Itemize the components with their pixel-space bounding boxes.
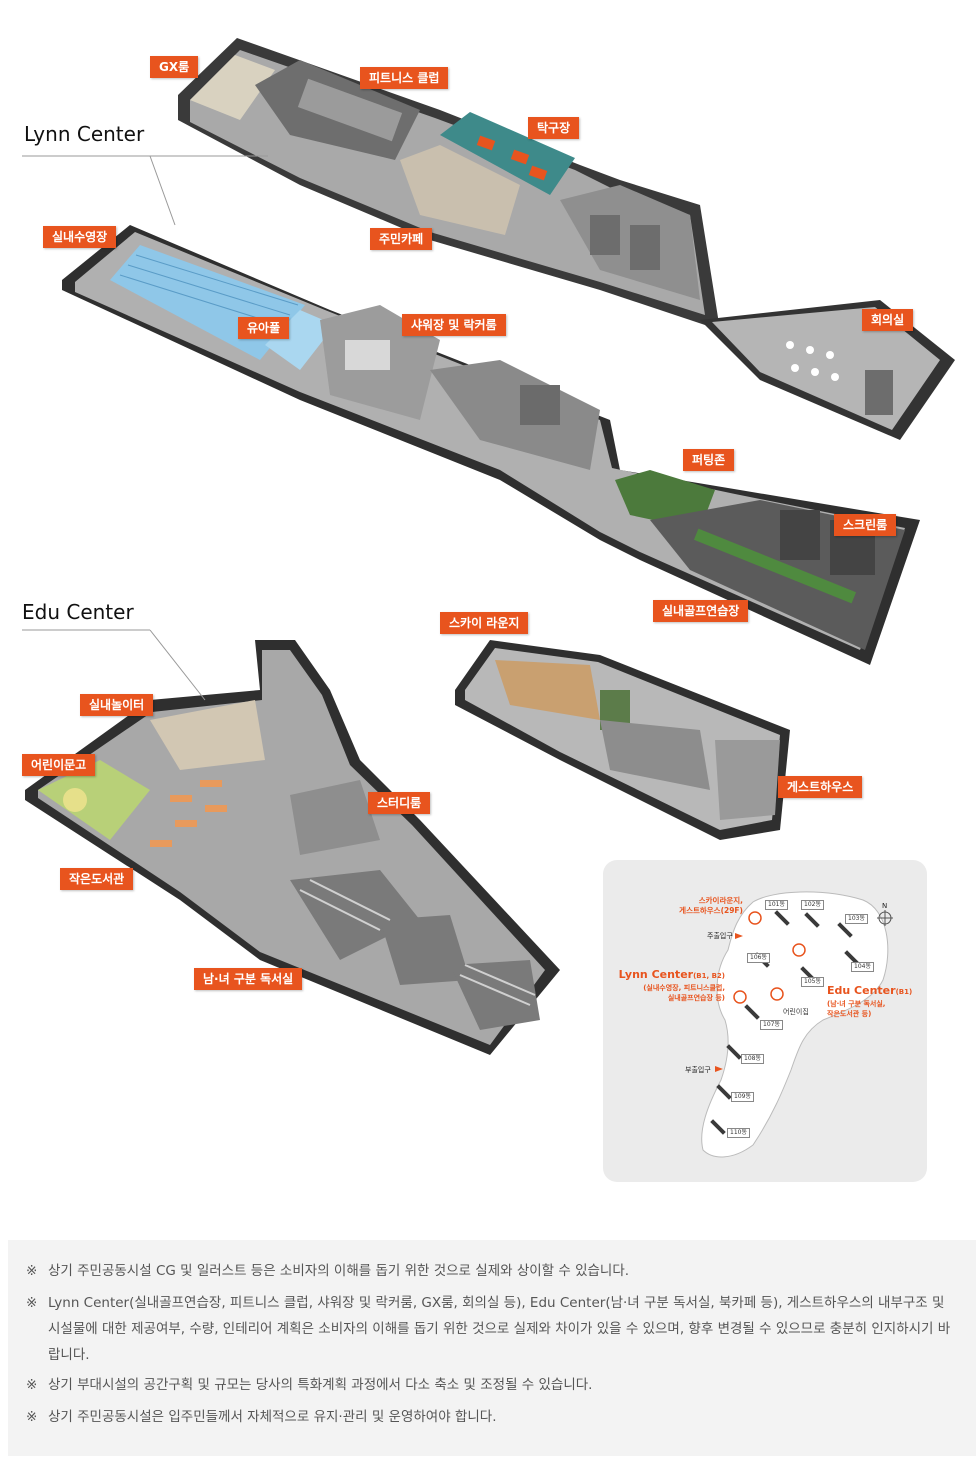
tag-putting-zone: 퍼팅존	[683, 449, 735, 471]
tag-indoor-golf: 실내골프연습장	[653, 600, 749, 622]
building-107: 107동	[760, 1020, 783, 1030]
lynn-map-title: Lynn Center	[618, 968, 694, 981]
tag-kids-library: 어린이문고	[22, 754, 96, 776]
note-1: ※ 상기 주민공동시설 CG 및 일러스트 등은 소비자의 이해를 돕기 위한 …	[26, 1258, 951, 1284]
note-text: 상기 주민공동시설 CG 및 일러스트 등은 소비자의 이해를 돕기 위한 것으…	[48, 1263, 630, 1279]
tag-shower-locker: 샤워장 및 락커룸	[402, 314, 506, 336]
note-mark: ※	[26, 1409, 38, 1425]
edu-center-block	[25, 640, 560, 1055]
tag-kids-pool: 유아풀	[238, 317, 290, 339]
note-4: ※ 상기 주민공동시설은 입주민들께서 자체적으로 유지·관리 및 운영하여야 …	[26, 1404, 951, 1430]
main-gate-label: 주출입구	[707, 932, 733, 940]
building-106: 106동	[747, 953, 770, 963]
note-text: 상기 부대시설의 공간구획 및 규모는 당사의 특화계획 과정에서 다소 축소 …	[48, 1377, 593, 1393]
disclaimer-notes: ※ 상기 주민공동시설 CG 및 일러스트 등은 소비자의 이해를 돕기 위한 …	[8, 1240, 976, 1456]
tag-pingpong: 탁구장	[528, 117, 580, 139]
note-mark: ※	[26, 1263, 38, 1279]
tag-playroom: 실내놀이터	[80, 694, 154, 716]
sky-label-line1: 스카이라운지,	[698, 896, 743, 905]
building-108: 108동	[741, 1054, 764, 1064]
note-text: 상기 주민공동시설은 입주민들께서 자체적으로 유지·관리 및 운영하여야 합니…	[48, 1409, 497, 1425]
tag-meeting-room: 회의실	[862, 309, 914, 331]
sky-lounge-map-label: 스카이라운지, 게스트하우스(29F)	[643, 896, 743, 916]
lynn-map-desc2: 실내골프연습장 등)	[667, 994, 725, 1002]
lynn-lower-wing	[62, 225, 920, 665]
tag-guesthouse: 게스트하우스	[778, 776, 863, 798]
daycare-label: 어린이집	[783, 1008, 809, 1016]
note-mark: ※	[26, 1377, 38, 1393]
edu-map-desc1: (남·녀 구분 독서실,	[827, 1000, 886, 1008]
building-103: 103동	[845, 914, 868, 924]
callout-lines	[22, 155, 268, 701]
sky-lounge-block	[455, 640, 790, 840]
sub-gate-label: 부출입구	[685, 1066, 711, 1074]
floor-plan-illustrations	[22, 38, 955, 1055]
tag-small-library: 작은도서관	[60, 868, 134, 890]
tag-fitness-club: 피트니스 클럽	[360, 67, 449, 89]
note-mark: ※	[26, 1295, 38, 1311]
tag-screen-room: 스크린룸	[834, 514, 897, 536]
tag-sky-lounge: 스카이 라운지	[440, 612, 529, 634]
building-110: 110동	[727, 1128, 750, 1138]
edu-map-label: Edu Center(B1) (남·녀 구분 독서실, 작은도서관 등)	[827, 984, 923, 1019]
tag-study-room: 스터디룸	[368, 792, 431, 814]
lynn-map-desc1: (실내수영장, 피트니스클럽,	[643, 984, 725, 992]
edu-map-title: Edu Center	[827, 984, 896, 997]
lynn-center-title: Lynn Center	[24, 122, 145, 146]
building-102: 102동	[801, 900, 824, 910]
note-2: ※ Lynn Center(실내골프연습장, 피트니스 클럽, 샤워장 및 락커…	[26, 1290, 951, 1368]
building-109: 109동	[731, 1092, 754, 1102]
lynn-upper-wing	[178, 38, 720, 330]
tag-indoor-pool: 실내수영장	[43, 226, 117, 248]
building-104: 104동	[851, 962, 874, 972]
lynn-map-label: Lynn Center(B1, B2) (실내수영장, 피트니스클럽, 실내골프…	[607, 968, 725, 1003]
edu-map-desc2: 작은도서관 등)	[827, 1010, 872, 1018]
edu-center-title: Edu Center	[22, 600, 134, 624]
building-105: 105동	[801, 977, 824, 987]
edu-map-floor: (B1)	[895, 988, 913, 996]
meeting-room-block	[700, 300, 955, 440]
lynn-map-floor: (B1, B2)	[693, 972, 725, 980]
tag-reading-room: 남·녀 구분 독서실	[194, 968, 303, 990]
site-map-panel: N 스카이라운지, 게스트하우스(29F) 주출입구 부출입구 Lynn Cen…	[603, 860, 927, 1182]
note-3: ※ 상기 부대시설의 공간구획 및 규모는 당사의 특화계획 과정에서 다소 축…	[26, 1372, 951, 1398]
sky-label-line2: 게스트하우스(29F)	[679, 906, 743, 915]
note-text: Lynn Center(실내골프연습장, 피트니스 클럽, 샤워장 및 락커룸,…	[48, 1295, 951, 1363]
tag-gx-room: GX룸	[150, 56, 199, 78]
north-label: N	[882, 902, 888, 910]
building-101: 101동	[765, 900, 788, 910]
tag-resident-cafe: 주민카페	[370, 228, 433, 250]
